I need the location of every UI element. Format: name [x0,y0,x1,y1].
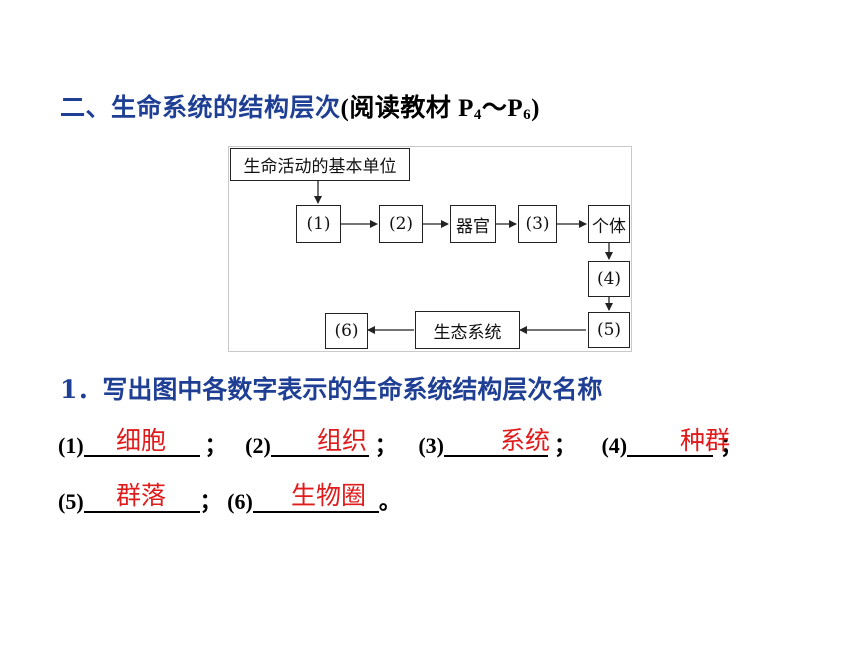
separator: ； [199,489,222,514]
label-2: (2) [245,433,271,458]
blank-5[interactable] [83,485,200,513]
box-3: (3) [518,205,557,243]
label-4: (4) [601,433,628,458]
box-5: (5) [588,312,630,348]
separator: ； [204,433,227,458]
blank-3[interactable] [443,429,548,457]
answer-2: 组织 [317,426,368,455]
blank-2[interactable] [270,429,369,457]
separator: ； [374,433,397,458]
answer-5: 群落 [116,481,167,510]
reading-reference: (阅读教材 P4～P6) [340,95,540,123]
box-1: (1) [296,205,341,243]
diagram-arrows [314,181,613,334]
separator: ； [720,433,743,458]
blank-4[interactable] [627,429,714,457]
answer-6: 生物圈 [291,481,367,510]
label-6: (6) [227,489,253,514]
blank-6[interactable] [252,485,379,513]
answer-row-2: (5) ； (6) 。 [58,484,401,516]
answer-4: 种群 [680,426,731,455]
box-basic-unit: 生命活动的基本单位 [230,148,410,181]
label-3: (3) [418,433,444,458]
blank-1[interactable] [83,429,200,457]
box-2: (2) [379,205,423,243]
answer-1: 细胞 [116,426,167,455]
label-5: (5) [58,489,84,514]
question-1: 1．写出图中各数字表示的生命系统结构层次名称 [60,375,603,404]
box-6: (6) [325,313,368,349]
hierarchy-diagram: 生命活动的基本单位 (1) (2) 器官 (3) 个体 (4) (5) 生态系统… [228,146,632,352]
box-4: (4) [588,261,630,297]
box-organ: 器官 [450,205,496,243]
section-title: 二、生命系统的结构层次 [60,93,341,122]
end-mark: 。 [378,489,401,514]
box-individual: 个体 [588,205,630,243]
section-heading: 二、生命系统的结构层次(阅读教材 P4～P6) [60,88,540,124]
box-ecosystem: 生态系统 [415,311,520,349]
separator: ； [553,433,576,458]
label-1: (1) [58,433,84,458]
answer-row-1: (1) ； (2) ； (3) ； (4) ； [58,428,749,460]
answer-3: 系统 [500,426,551,455]
